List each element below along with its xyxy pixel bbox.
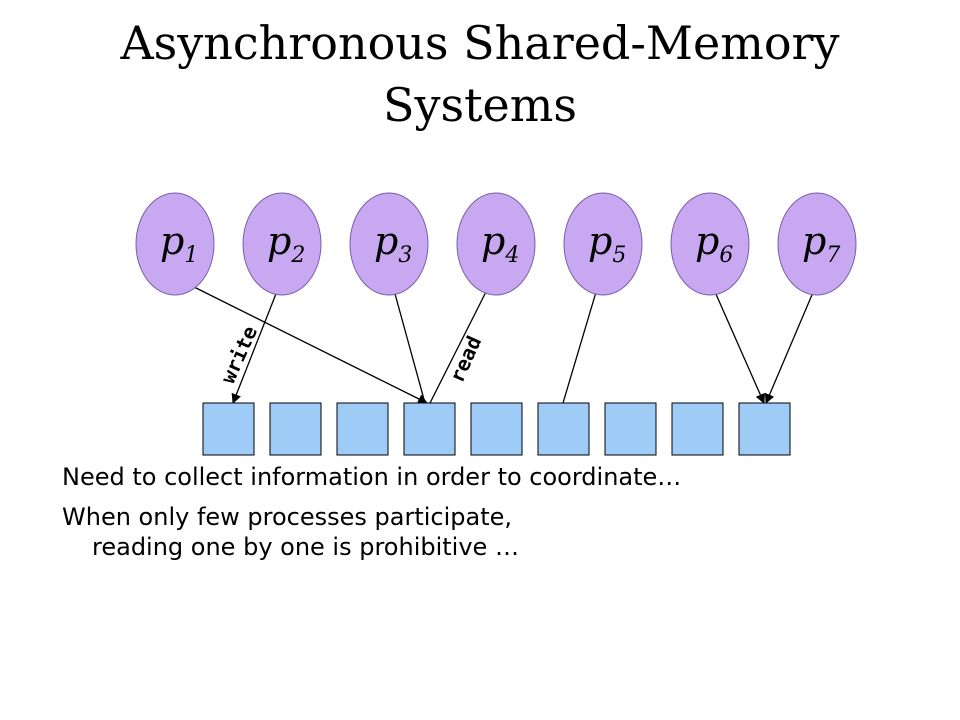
process-label-7: p7 [802,219,840,268]
process-label-6: p6 [695,219,733,268]
process-node-6: p6 [670,192,750,296]
process-node-7: p7 [777,192,857,296]
memory-cell-3 [336,402,389,456]
memory-cell-6 [537,402,590,456]
slide-title: Asynchronous Shared-Memory Systems [0,12,960,136]
bullet-item-2: When only few processes participate, rea… [62,502,942,562]
bullet-list: Need to collect information in order to … [62,462,942,572]
process-circle-6 [670,192,750,296]
memory-cell-1 [202,402,255,456]
process-node-5: p5 [563,192,643,296]
process-circle-2 [242,192,322,296]
slide-title-line-1: Asynchronous Shared-Memory [120,16,840,70]
process-label-4: p4 [481,219,519,268]
memory-cell-5 [470,402,523,456]
memory-cell-9 [738,402,791,456]
bullet-2-text: When only few processes participate, [62,503,513,531]
memory-cell-2 [269,402,322,456]
process-label-3: p3 [374,219,412,268]
process-nodes: p1 p2 p3 p4 p5 p6 p7 [135,192,857,296]
process-circle-1 [135,192,215,296]
bullet-item-1: Need to collect information in order to … [62,462,942,492]
slide-title-line-2: Systems [382,78,578,132]
process-circle-5 [563,192,643,296]
memory-cell-7 [604,402,657,456]
process-label-5: p5 [588,219,626,268]
arrow-cell4-to-p4 [429,271,497,404]
arrow-p2-to-cell1 [231,275,284,404]
arrow-p1-to-cell4 [171,275,428,404]
read-label: read [445,332,487,386]
arrow-p6-to-cell9 [707,275,765,404]
memory-cell-8 [671,402,724,456]
write-label: write [216,322,262,387]
process-node-3: p3 [349,192,429,296]
bullet-1-text: Need to collect information in order to … [62,463,682,491]
process-node-4: p4 [456,192,536,296]
process-circle-3 [349,192,429,296]
process-node-2: p2 [242,192,322,296]
process-circle-7 [777,192,857,296]
process-label-1: p1 [160,219,198,268]
process-node-1: p1 [135,192,215,296]
process-label-2: p2 [267,219,305,268]
arrow-p7-to-cell9 [764,275,821,404]
process-circle-4 [456,192,536,296]
memory-cell-4 [403,402,456,456]
bullet-2-continuation: reading one by one is prohibitive … [92,533,519,561]
shared-memory-cells [202,402,791,456]
